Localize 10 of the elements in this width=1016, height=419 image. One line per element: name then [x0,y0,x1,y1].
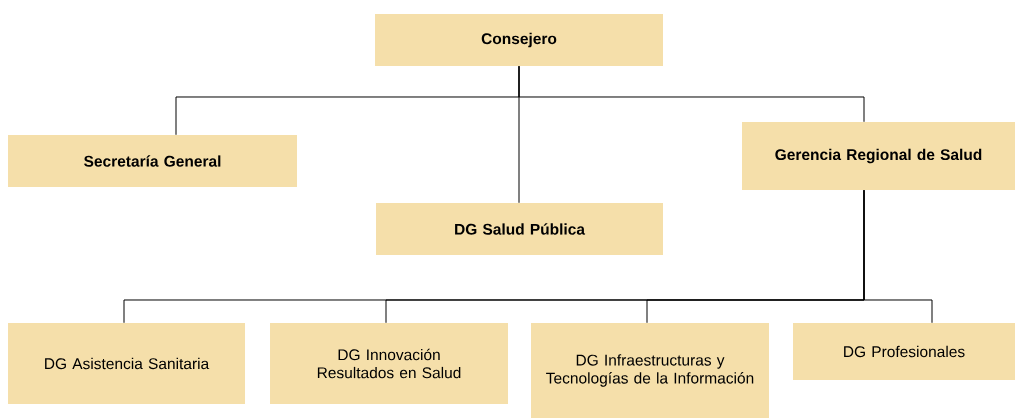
org-box: Gerencia Regional de Salud [742,122,1015,190]
connector-line [863,189,933,324]
org-box: DG Profesionales [793,323,1015,380]
org-box: DG Salud Pública [376,203,663,255]
org-box: Secretaría General [8,135,297,187]
org-box: DG Innovación Resultados en Salud [270,323,508,404]
org-box: Consejero [375,14,663,66]
org-box: DG Infraestructuras y Tecnologías de la Información [531,323,769,418]
org-box: DG Asistencia Sanitaria [8,323,245,404]
connector-line [518,65,520,204]
